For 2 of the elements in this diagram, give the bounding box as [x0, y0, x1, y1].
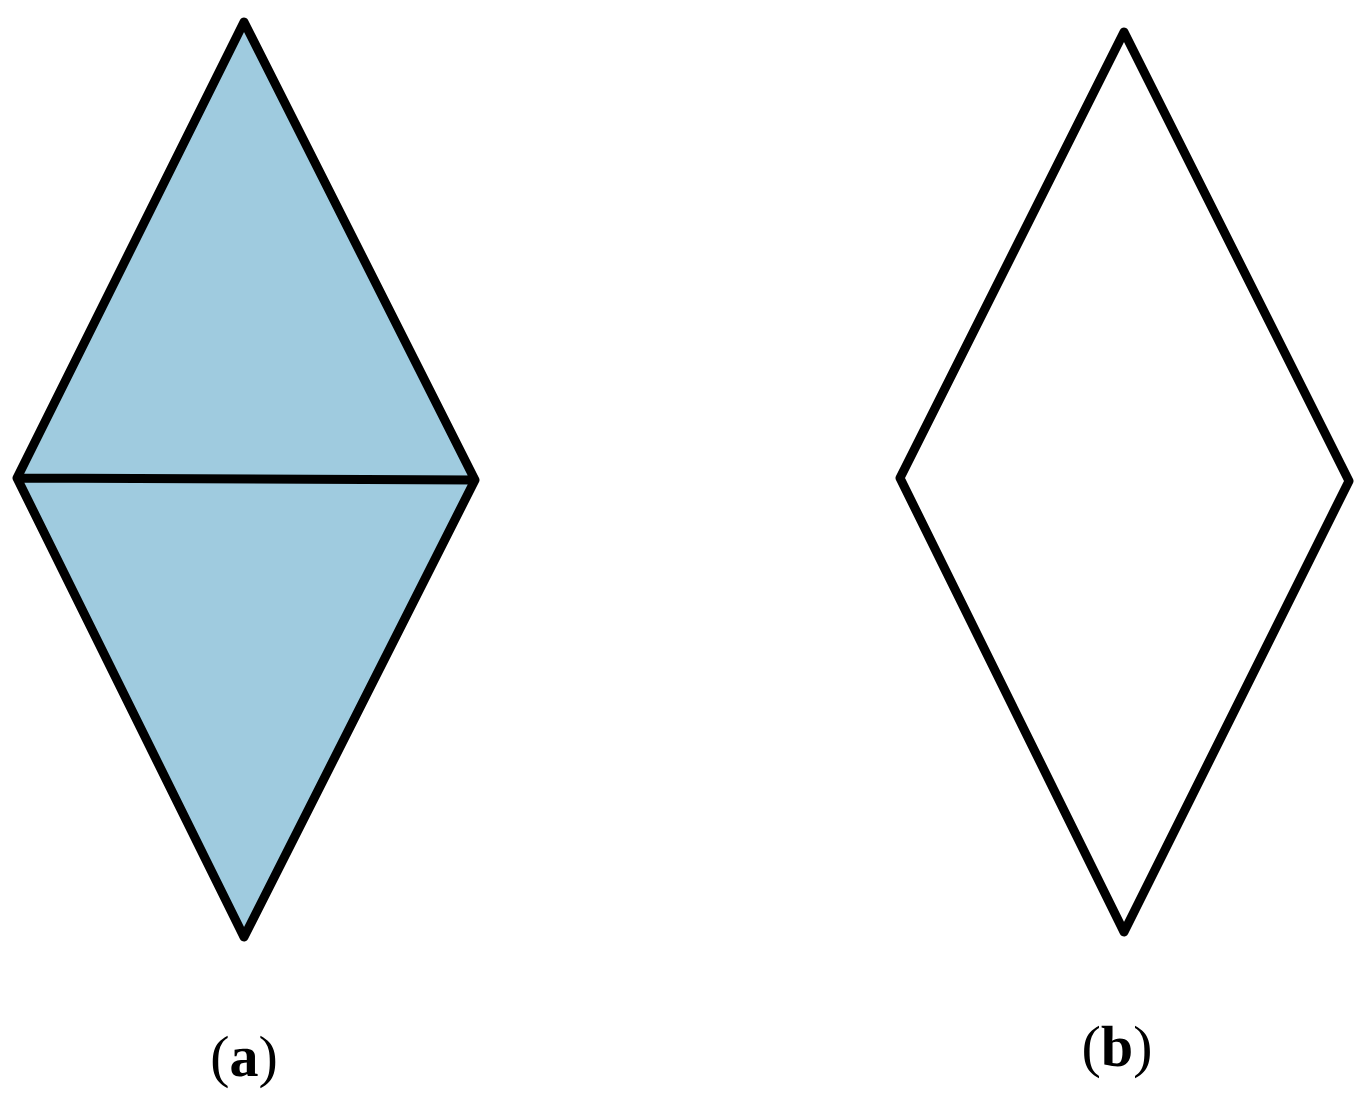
panel-label: (b) — [1084, 1025, 1150, 1079]
panel-label: (a) — [212, 1035, 276, 1089]
